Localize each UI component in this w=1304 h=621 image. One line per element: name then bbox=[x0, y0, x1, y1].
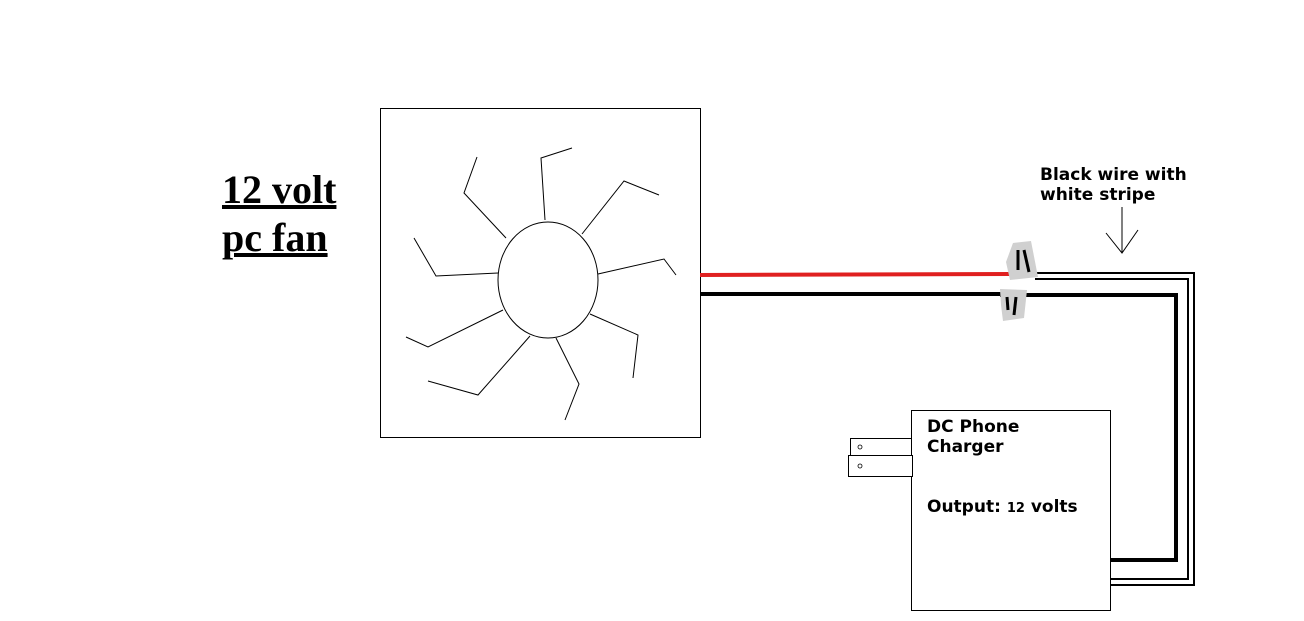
prong-hole bbox=[857, 463, 863, 469]
down-arrow-icon bbox=[1105, 207, 1139, 254]
red-wire bbox=[699, 272, 1011, 277]
output-value: 12 bbox=[1006, 501, 1025, 516]
fan-blade bbox=[555, 337, 580, 421]
prong-hole bbox=[857, 444, 863, 450]
fan-blade bbox=[540, 147, 573, 221]
fan-blade bbox=[463, 156, 507, 239]
fan-blade bbox=[581, 180, 660, 235]
output-unit: volts bbox=[1030, 497, 1078, 517]
fan-blade bbox=[427, 335, 531, 396]
wire-label: Black wire with white stripe bbox=[1040, 165, 1187, 205]
connector-mark bbox=[1005, 296, 1010, 311]
charger-body bbox=[911, 410, 1111, 611]
wire-connector-top bbox=[1006, 241, 1038, 280]
fan-blade bbox=[597, 258, 677, 276]
charger-name-line2: Charger bbox=[927, 437, 1004, 457]
fan-title: 12 volt pc fan bbox=[222, 166, 336, 262]
fan-blades bbox=[405, 147, 677, 421]
wire-label-line2: white stripe bbox=[1040, 185, 1156, 205]
fan-blade bbox=[589, 313, 639, 379]
charger-black-wire bbox=[1000, 293, 1178, 562]
wire-connector-bottom bbox=[1000, 289, 1027, 321]
output-label: Output: bbox=[927, 497, 1001, 517]
connector-body bbox=[1006, 241, 1038, 280]
striped-wire bbox=[1035, 272, 1195, 586]
wire-label-line1: Black wire with bbox=[1040, 165, 1187, 185]
fan-blade bbox=[413, 237, 499, 277]
connector-body bbox=[1000, 289, 1027, 321]
fan-title-line1: 12 volt bbox=[222, 167, 337, 212]
fan-title-line2: pc fan bbox=[222, 215, 328, 260]
fan-hub bbox=[497, 221, 599, 339]
charger-plug-prongs bbox=[848, 438, 913, 477]
charger-name-line1: DC Phone bbox=[927, 417, 1020, 437]
fan-blade bbox=[405, 309, 504, 348]
connector-mark bbox=[1012, 296, 1018, 316]
connector-mark bbox=[1022, 249, 1031, 273]
charger-name: DC Phone Charger bbox=[927, 417, 1019, 457]
plug-prong bbox=[850, 438, 912, 456]
plug-prong bbox=[848, 455, 913, 477]
striped-wire-outer bbox=[1035, 272, 1195, 586]
striped-wire-inner bbox=[1035, 278, 1189, 580]
charger-output: Output: 12 volts bbox=[927, 497, 1078, 519]
